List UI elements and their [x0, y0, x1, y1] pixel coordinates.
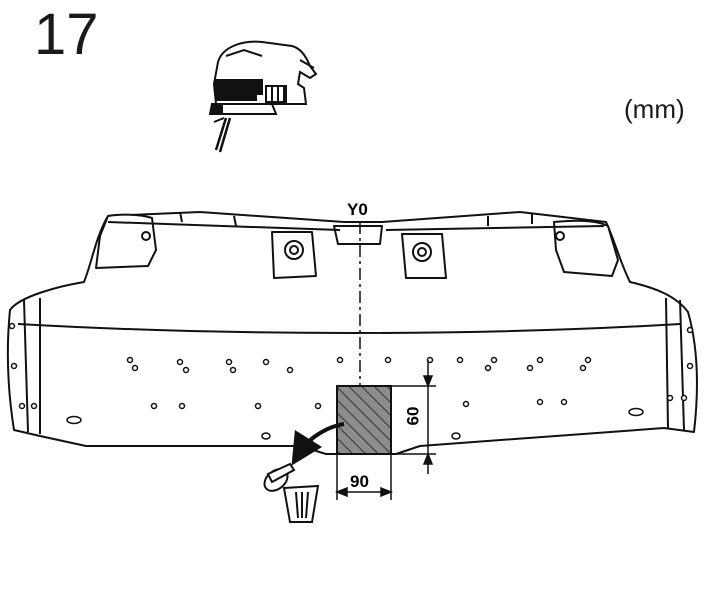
cutout-area — [336, 385, 392, 455]
bumper-holes — [8, 322, 694, 440]
dimension-height-label: 60 — [403, 406, 423, 426]
step-number: 17 — [34, 2, 99, 67]
removal-arrow — [291, 422, 345, 466]
unit-label: (mm) — [624, 94, 685, 124]
trash-bin-icon — [263, 462, 320, 523]
reference-label: Y0 — [347, 200, 368, 219]
jigsaw-icon — [208, 40, 318, 153]
mount-boss-icon — [141, 231, 565, 262]
dimension-width-label: 90 — [350, 472, 369, 491]
bumper-cover — [6, 211, 698, 455]
dimension-horizontal — [334, 454, 394, 500]
dimension-vertical — [391, 360, 436, 474]
